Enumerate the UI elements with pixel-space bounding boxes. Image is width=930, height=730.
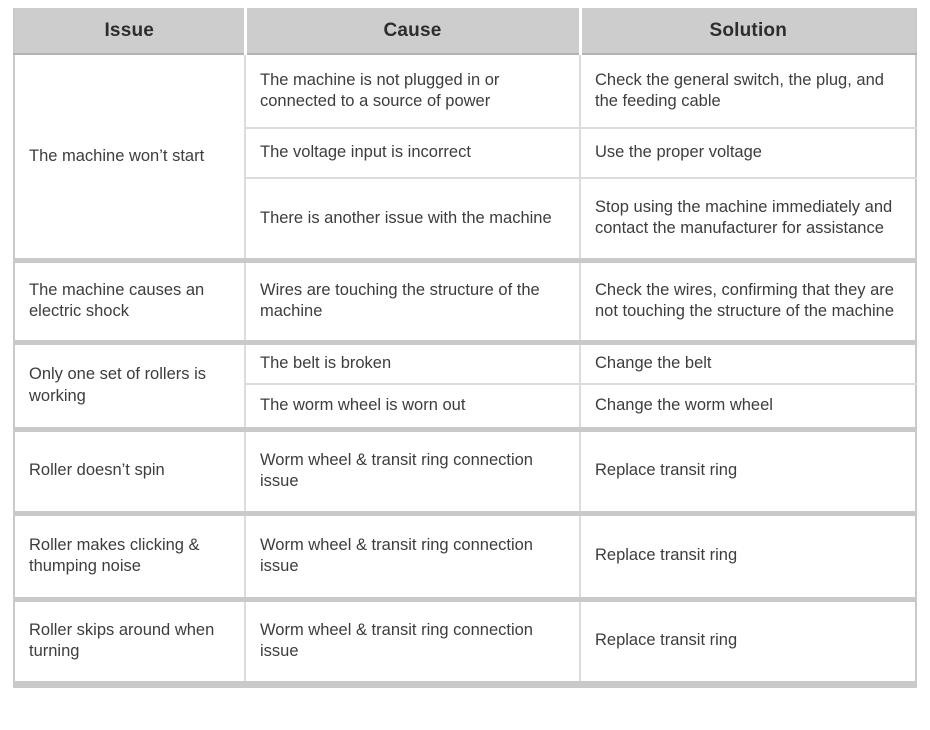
cause-cell: The belt is broken: [244, 342, 580, 384]
cause-cell: There is another issue with the machine: [244, 177, 580, 260]
column-header-solution: Solution: [578, 8, 916, 54]
header-row: Issue Cause Solution: [14, 8, 916, 54]
solution-cell: Check the wires, confirming that they ar…: [579, 260, 916, 342]
issue-cell: The machine won’t start: [14, 54, 245, 260]
solution-cell: Replace transit ring: [579, 599, 916, 684]
column-header-cause: Cause: [243, 8, 580, 54]
cause-cell: Worm wheel & transit ring connection iss…: [244, 429, 580, 513]
solution-cell: Check the general switch, the plug, and …: [579, 54, 916, 128]
cause-cell: Wires are touching the structure of the …: [244, 260, 580, 342]
issue-cell: Roller doesn’t spin: [14, 429, 245, 513]
solution-cell: Change the worm wheel: [579, 383, 916, 429]
solution-cell: Replace transit ring: [579, 513, 916, 599]
cause-cell: The voltage input is incorrect: [244, 127, 580, 178]
table-header: Issue Cause Solution: [14, 8, 916, 54]
cause-cell: Worm wheel & transit ring connection iss…: [244, 599, 580, 684]
solution-cell: Use the proper voltage: [579, 127, 916, 178]
cause-cell: Worm wheel & transit ring connection iss…: [244, 513, 580, 599]
cause-cell: The machine is not plugged in or connect…: [244, 54, 580, 128]
issue-cell: The machine causes an electric shock: [14, 260, 245, 342]
troubleshooting-table: Issue Cause Solution The machine won’t s…: [13, 8, 917, 688]
column-header-issue: Issue: [14, 8, 245, 54]
table-container: Issue Cause Solution The machine won’t s…: [13, 8, 917, 688]
solution-cell: Stop using the machine immediately and c…: [579, 177, 916, 260]
issue-cell: Only one set of rollers is working: [14, 342, 245, 429]
issue-cell: Roller skips around when turning: [14, 599, 245, 684]
solution-cell: Change the belt: [579, 342, 916, 384]
issue-cell: Roller makes clicking & thumping noise: [14, 513, 245, 599]
cause-cell: The worm wheel is worn out: [244, 383, 580, 429]
solution-cell: Replace transit ring: [579, 429, 916, 513]
